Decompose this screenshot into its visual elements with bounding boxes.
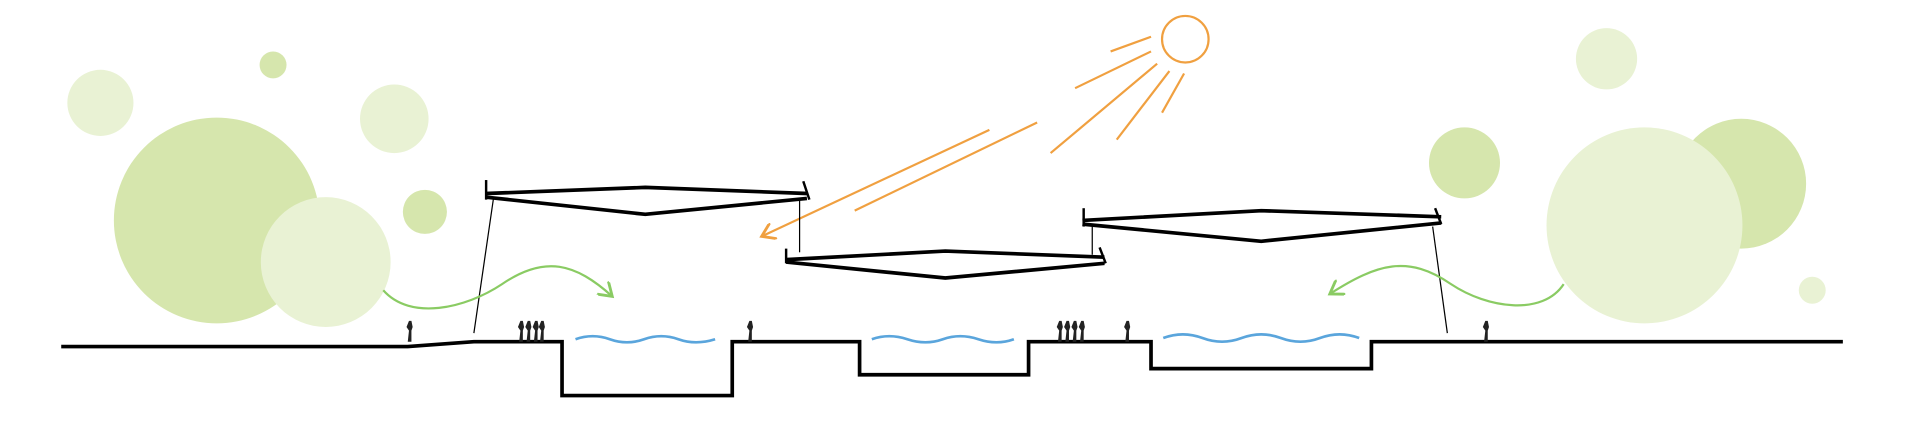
tree-canopy-icon [1546,127,1743,324]
person-icon [1056,320,1063,342]
person-icon [538,320,545,342]
airflow [382,264,1565,310]
person-icon [1071,320,1078,342]
canopy-roof-icon [1082,207,1448,334]
tree-canopy-icon [402,189,447,234]
tree-canopy-icon [67,69,134,136]
water-wave-icon [575,334,716,344]
people [406,320,1489,342]
ground-section-line [61,339,1843,398]
canopy-roof-icon [784,226,1107,280]
tree-canopy-icon [259,51,287,79]
person-icon [1124,320,1131,342]
tree-canopy-icon [1575,28,1638,90]
tree-canopy-icon [260,197,391,327]
water [575,333,1360,344]
person-icon [1078,320,1085,342]
tree-canopy-icon [1428,127,1500,199]
person-icon [1482,320,1489,342]
airflow-arrow-icon [382,265,612,310]
sun-icon [762,14,1210,237]
tree-canopy-icon [360,84,429,154]
trees [67,28,1826,327]
person-icon [517,320,525,342]
water-wave-icon [871,334,1015,344]
person-icon [532,320,539,342]
canopy-roofs [473,180,1448,334]
person-icon [406,320,413,342]
airflow-arrow-icon [1330,264,1565,307]
person-icon [1064,320,1071,342]
person-icon [746,320,754,342]
person-icon [525,320,532,342]
sun-ray-arrow-icon [762,128,990,237]
canopy-roof-icon [473,180,811,334]
tree-canopy-icon [1798,276,1826,304]
water-wave-icon [1162,333,1360,344]
